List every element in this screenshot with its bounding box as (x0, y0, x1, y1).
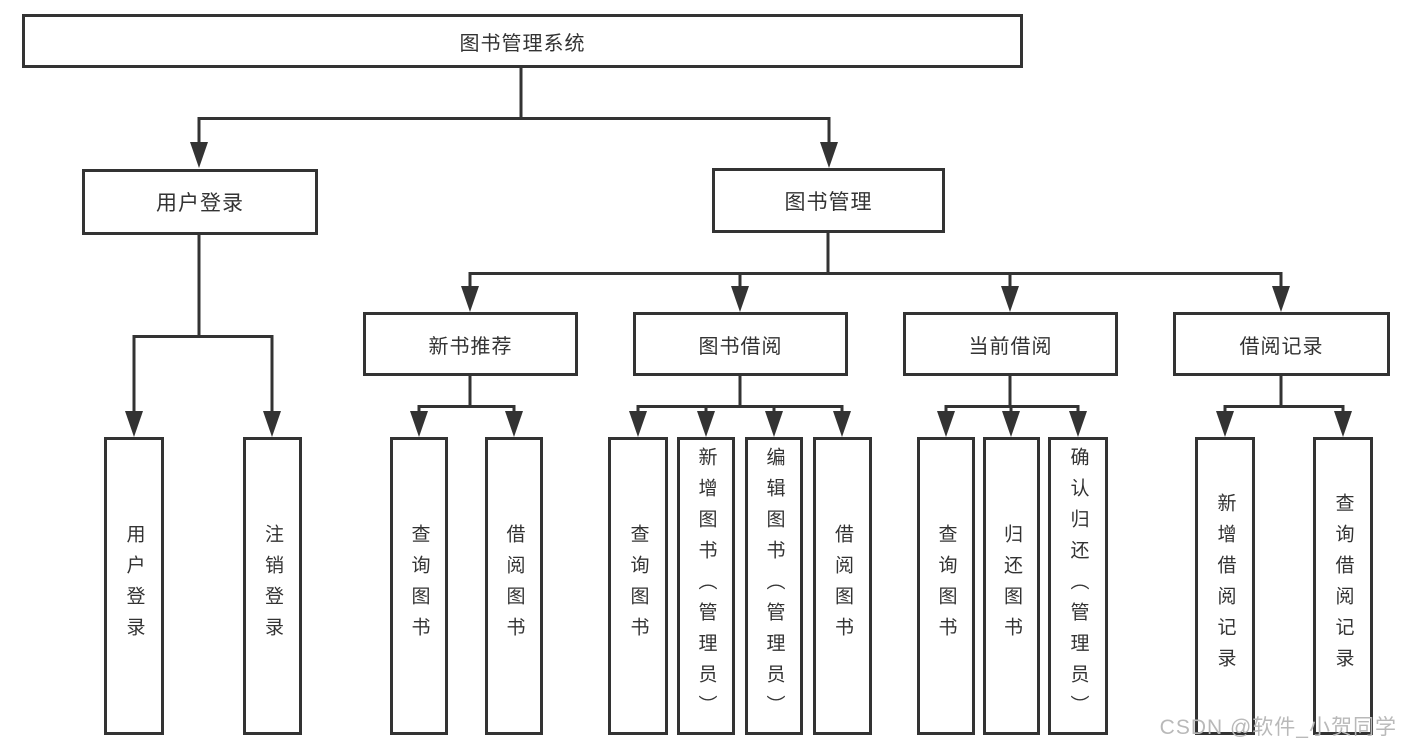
leaf-query-book-recommend: 查询图书 (390, 437, 448, 735)
leaf-query-book-current: 查询图书 (917, 437, 975, 735)
node-label: 查询图书 (935, 524, 957, 648)
node-label: 注销登录 (262, 524, 283, 648)
arrowheads (125, 142, 1352, 437)
leaf-borrow-book: 借阅图书 (813, 437, 872, 735)
leaf-add-book-admin: 新增图书（管理员） (677, 437, 735, 735)
node-label: 确认归还（管理员） (1067, 446, 1089, 726)
node-label: 新增借阅记录 (1214, 493, 1236, 679)
node-new-book-recommend: 新书推荐 (363, 312, 578, 376)
leaf-logout: 注销登录 (243, 437, 302, 735)
node-label: 借阅记录 (1239, 335, 1324, 358)
leaf-confirm-return-admin: 确认归还（管理员） (1048, 437, 1108, 735)
leaf-return-book: 归还图书 (983, 437, 1040, 735)
node-label: 用户登录 (123, 524, 145, 648)
leaf-edit-book-admin: 编辑图书（管理员） (745, 437, 803, 735)
csdn-watermark: CSDN @软件_小贺同学 (1159, 716, 1397, 739)
node-label: 借阅图书 (832, 524, 853, 648)
node-borrow-record: 借阅记录 (1173, 312, 1390, 376)
node-label: 用户登录 (156, 192, 244, 215)
node-book-management: 图书管理 (712, 168, 945, 233)
node-label: 查询图书 (408, 524, 430, 648)
leaf-add-borrow-record: 新增借阅记录 (1195, 437, 1255, 735)
node-label: 查询借阅记录 (1332, 493, 1354, 679)
node-user-login: 用户登录 (82, 169, 318, 235)
node-label: 归还图书 (1001, 524, 1022, 648)
node-root-system: 图书管理系统 (22, 14, 1023, 68)
node-label: 图书管理系统 (459, 32, 586, 55)
node-label: 新书推荐 (428, 335, 513, 358)
node-label: 当前借阅 (968, 335, 1053, 358)
node-label: 借阅图书 (503, 524, 525, 648)
node-label: 图书管理 (784, 190, 873, 214)
leaf-user-login: 用户登录 (104, 437, 164, 735)
node-book-borrow: 图书借阅 (633, 312, 848, 376)
node-current-borrow: 当前借阅 (903, 312, 1118, 376)
leaf-query-borrow-record: 查询借阅记录 (1313, 437, 1373, 735)
node-label: 图书借阅 (698, 335, 783, 358)
node-label: 编辑图书（管理员） (763, 446, 785, 726)
node-label: 新增图书（管理员） (695, 446, 717, 726)
leaf-borrow-book-recommend: 借阅图书 (485, 437, 543, 735)
leaf-query-book-borrow: 查询图书 (608, 437, 668, 735)
node-label: 查询图书 (627, 524, 649, 648)
